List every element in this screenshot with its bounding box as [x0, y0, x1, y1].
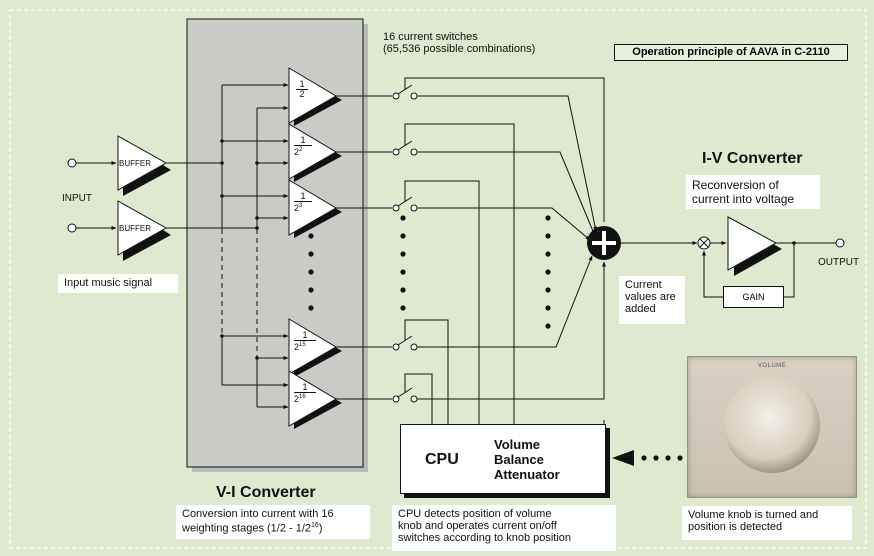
vi-converter-title: V-I Converter	[216, 484, 316, 501]
reconversion-label: Reconversion of current into voltage	[686, 175, 820, 209]
diagram-title: Operation principle of AAVA in C-2110	[614, 44, 848, 61]
input-terminal-1	[67, 158, 77, 168]
amp-ellipsis-dots	[308, 233, 314, 311]
weighting-amp-2	[288, 123, 342, 182]
amp-label-2: 1 22	[294, 136, 312, 157]
buffer-label-2: BUFFER	[119, 224, 151, 233]
output-terminal	[835, 238, 845, 248]
amp-label-15: 1 215	[294, 331, 316, 352]
weighting-amp-15	[288, 318, 342, 377]
cpu-block: CPU Volume Balance Attenuator	[400, 424, 606, 494]
knob-to-cpu-dots	[641, 455, 683, 461]
weighting-amp-3	[288, 179, 342, 238]
sum-ellipsis-dots	[545, 215, 551, 329]
mixer-node-icon	[697, 236, 711, 250]
weighting-amp-1	[288, 67, 342, 126]
switch-count-label: 16 current switches (65,536 possible com…	[383, 31, 536, 55]
cpu-label: CPU	[425, 451, 459, 468]
current-switch-15	[392, 335, 418, 351]
gain-block: GAIN	[723, 286, 784, 308]
buffer-amp-2	[117, 200, 171, 261]
weighting-amp-16	[288, 370, 342, 429]
summing-junction-icon	[587, 226, 621, 260]
output-label: OUTPUT	[818, 257, 860, 268]
knob-to-cpu-arrow-head	[612, 450, 634, 466]
input-terminal-2	[67, 223, 77, 233]
amp-label-1: 1 2	[296, 80, 308, 99]
iv-converter-title: I-V Converter	[702, 150, 803, 167]
vi-converter-description: Conversion into current with 16 weightin…	[176, 505, 370, 539]
input-music-signal-label: Input music signal	[58, 274, 178, 293]
switch-ellipsis-dots	[400, 215, 406, 311]
input-label: INPUT	[62, 193, 92, 204]
buffer-amp-1	[117, 135, 171, 196]
amp-label-3: 1 23	[294, 192, 312, 213]
knob-description: Volume knob is turned and position is de…	[682, 506, 852, 540]
iv-amp	[727, 216, 782, 276]
current-added-label: Current values are added	[619, 276, 685, 324]
cpu-description: CPU detects position of volume knob and …	[392, 505, 616, 551]
buffer-label-1: BUFFER	[119, 159, 151, 168]
amp-label-16: 1 216	[294, 383, 316, 404]
volume-knob-icon: VOLUME	[687, 356, 857, 498]
cpu-functions: Volume Balance Attenuator	[494, 437, 560, 482]
